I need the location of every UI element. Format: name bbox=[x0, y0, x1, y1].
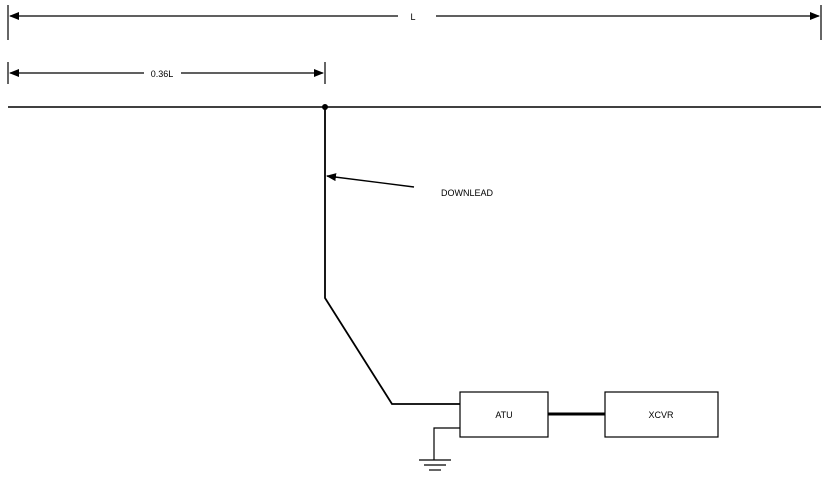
total-length-dimension: L bbox=[7, 5, 822, 40]
feed-point-label: 0.36L bbox=[151, 69, 174, 79]
downlead-pointer-arrow bbox=[326, 173, 415, 188]
downlead-label: DOWNLEAD bbox=[441, 188, 494, 198]
downlead-wire bbox=[324, 107, 460, 405]
xcvr-box: XCVR bbox=[604, 391, 719, 438]
total-length-label: L bbox=[410, 12, 415, 22]
atu-box: ATU bbox=[459, 391, 549, 438]
xcvr-label: XCVR bbox=[648, 410, 674, 420]
ground-wire bbox=[433, 427, 460, 460]
atu-label: ATU bbox=[495, 410, 512, 420]
xcvr-rect bbox=[604, 391, 719, 438]
feed-point-dimension: 0.36L bbox=[7, 62, 326, 84]
atu-rect bbox=[459, 391, 549, 438]
ground-symbol bbox=[419, 427, 460, 471]
